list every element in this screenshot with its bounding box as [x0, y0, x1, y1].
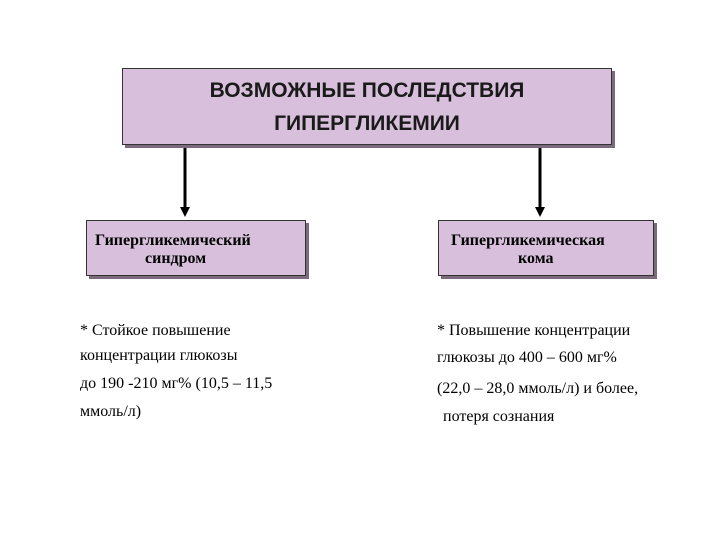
syndrome-heading-line-2: синдром [145, 250, 207, 267]
coma-text-line-1: * Повышение концентрации [437, 322, 631, 339]
syndrome-text-line-3: до 190 -210 мг% (10,5 – 11,5 [80, 375, 273, 392]
coma-heading-line-1: Гипергликемическая [451, 232, 605, 249]
title-line-1: ВОЗМОЖНЫЕ ПОСЛЕДСТВИЯ [209, 78, 525, 102]
syndrome-text-line-1: * Стойкое повышение [80, 322, 231, 339]
coma-box: Гипергликемическая кома [438, 220, 654, 276]
syndrome-heading-line-1: Гипергликемический [95, 232, 251, 249]
syndrome-text-line-2: концентрации глюкозы [80, 347, 238, 364]
coma-heading-line-2: кома [518, 250, 554, 267]
coma-text-line-2: глюкозы до 400 – 600 мг% [437, 349, 617, 366]
syndrome-text-line-4: ммоль/л) [80, 403, 142, 420]
coma-text-line-3: (22,0 – 28,0 ммоль/л) и более, [437, 380, 639, 397]
coma-text-line-4: потеря сознания [443, 408, 555, 425]
syndrome-box: Гипергликемический синдром [86, 220, 306, 276]
title-line-2: ГИПЕРГЛИКЕМИИ [274, 111, 460, 135]
title-box: ВОЗМОЖНЫЕ ПОСЛЕДСТВИЯ ГИПЕРГЛИКЕМИИ [122, 68, 612, 145]
